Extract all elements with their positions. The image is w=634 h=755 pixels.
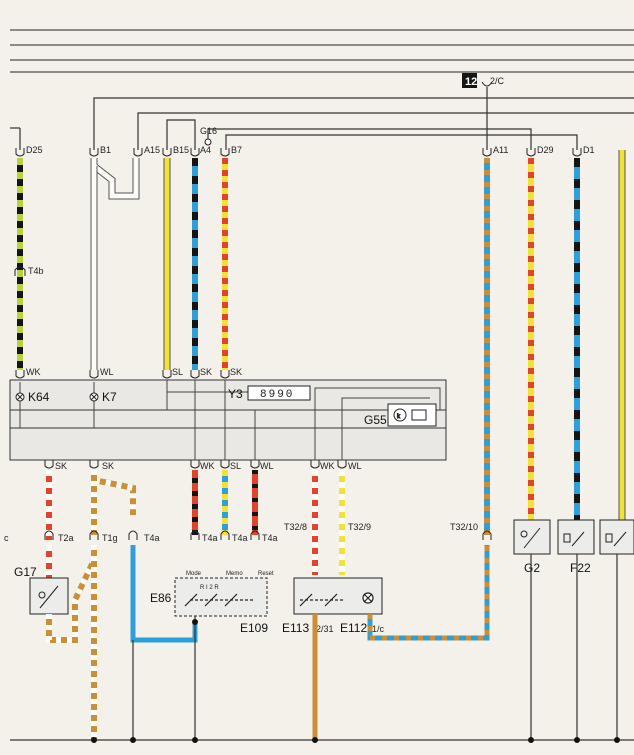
- g55-sensor-icon: k: [393, 408, 427, 422]
- g2-thermo-icon: [520, 527, 541, 549]
- pin-b7: [220, 148, 230, 157]
- y3-label: Y3: [228, 387, 243, 401]
- lower-wires: [46, 470, 345, 575]
- clock-display-value: 8990: [260, 389, 294, 401]
- g16-junction: [204, 138, 212, 146]
- pin-d1: [572, 148, 582, 157]
- e113-switch-box: [293, 577, 383, 615]
- pin-label-d25: D25: [26, 145, 43, 155]
- svg-text:k: k: [397, 414, 401, 420]
- g16-label: G16: [200, 126, 217, 136]
- t4b-connector: [14, 266, 26, 276]
- switch-memo-label: Memo: [226, 571, 243, 577]
- pin-label-a4: A4: [200, 145, 211, 155]
- g17-label: G17: [14, 565, 37, 579]
- pin-label-d1: D1: [583, 145, 595, 155]
- wire-code-sk-low-1: SK: [55, 461, 67, 471]
- e112-ref-label: 1/c: [372, 624, 385, 634]
- wire-code-wl-low-2: WL: [348, 461, 362, 471]
- switch-reset-label: Reset: [258, 571, 274, 577]
- t4a-label-4: T4a: [262, 533, 278, 543]
- badge-ref: 2/C: [490, 76, 505, 86]
- wire-code-sk-top-1: SK: [200, 367, 212, 377]
- pin-a4: [190, 148, 200, 157]
- right-edge-switch-icon: [605, 531, 627, 547]
- switch-ri2r-label: R I 2 R: [200, 585, 219, 591]
- instrument-panel: [9, 379, 447, 461]
- e113-ref-label: 2/31: [316, 624, 334, 634]
- e112-label: E112: [340, 621, 367, 635]
- e86-switch-box: [174, 577, 268, 617]
- t4a-label-1: T4a: [144, 533, 160, 543]
- wire-code-sl-low: SL: [230, 461, 241, 471]
- f22-switch-icon: [563, 531, 585, 547]
- wire-code-sk-top-2: SK: [230, 367, 242, 377]
- ground-points: [91, 619, 620, 743]
- t32-9-label: T32/9: [348, 522, 371, 532]
- t2a-label: T2a: [58, 533, 74, 543]
- lower-connectors: [44, 460, 347, 469]
- g17-thermo-icon: [38, 585, 59, 609]
- wire-code-sl-top: SL: [172, 367, 183, 377]
- lower-plug-connectors: [44, 530, 492, 540]
- e113-label: E113: [282, 621, 309, 635]
- wire-code-wk-top: WK: [26, 367, 41, 377]
- wire-code-wl-low-1: WL: [260, 461, 274, 471]
- e86-label: E86: [150, 591, 172, 605]
- g17-sensor: [29, 577, 69, 615]
- f22-switch: [557, 519, 595, 555]
- e112-to-t32-10-wire: [367, 545, 490, 641]
- k7-label: K7: [102, 390, 117, 404]
- k7-lamp-icon: [89, 392, 99, 402]
- f22-label: F22: [570, 561, 591, 575]
- top-pin-connectors: [15, 148, 582, 157]
- upper-wires: [17, 150, 626, 535]
- pin-b1: [89, 148, 99, 157]
- t4a-label-3: T4a: [232, 533, 248, 543]
- k64-lamp-icon: [15, 392, 25, 402]
- pin-a15: [133, 148, 143, 157]
- wire-code-wk-low-1: WK: [200, 461, 215, 471]
- right-edge-switch: [599, 519, 634, 555]
- t32-10-label: T32/10: [450, 522, 478, 532]
- wire-code-sk-low-2: SK: [102, 461, 114, 471]
- pin-label-b7: B7: [231, 145, 242, 155]
- g2-label: G2: [524, 561, 540, 575]
- pin-d29: [526, 148, 536, 157]
- wire-code-wk-low-2: WK: [320, 461, 335, 471]
- clock-display: [247, 385, 311, 401]
- g55-label: G55: [364, 413, 387, 427]
- switch-mode-label: Mode: [186, 571, 202, 577]
- t1g-label: T1g: [102, 533, 118, 543]
- e109-label: E109: [240, 621, 268, 635]
- pin-label-d29: D29: [537, 145, 554, 155]
- t4b-label: T4b: [28, 266, 44, 276]
- page-ref-badge: [462, 73, 477, 88]
- k64-label: K64: [28, 390, 50, 404]
- pin-a11: [482, 148, 492, 157]
- pin-d25: [15, 148, 25, 157]
- pin-b15: [162, 148, 172, 157]
- pin-label-a11: A11: [493, 145, 508, 155]
- t32-8-label: T32/8: [284, 522, 307, 532]
- badge-number: 12: [465, 76, 477, 88]
- pin-label-b1: B1: [100, 145, 111, 155]
- edge-c-label: c: [4, 533, 9, 543]
- upper-routing: [10, 87, 634, 150]
- g2-sensor: [513, 519, 551, 555]
- mid-connectors: [15, 370, 230, 379]
- badge-connector: [481, 81, 493, 87]
- pin-label-a15: A15: [144, 145, 160, 155]
- top-bus-lines: [10, 29, 634, 73]
- wire-code-wl-top: WL: [100, 367, 114, 377]
- pin-label-b15: B15: [173, 145, 189, 155]
- t4a-label-2: T4a: [202, 533, 218, 543]
- top-pin-labels: D25 B1 A15 B15 A4 B7 A11 D29 D1: [26, 145, 595, 155]
- g17-return-wire: [46, 558, 97, 643]
